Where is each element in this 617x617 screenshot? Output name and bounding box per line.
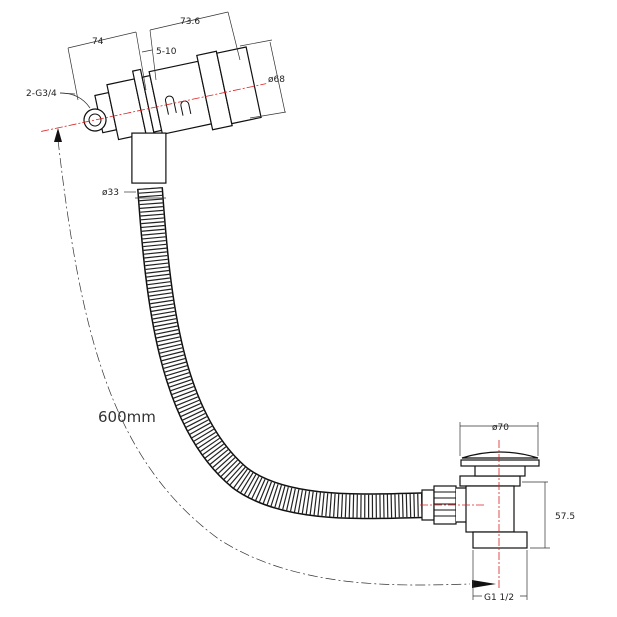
label-top-length: 73.6 — [180, 17, 200, 27]
label-waste-height: 57.5 — [555, 512, 575, 522]
hose-length-dimension — [57, 139, 471, 586]
label-inlet-thread: 2-G3/4 — [26, 89, 57, 99]
overflow-valve — [41, 46, 267, 184]
arrow-head-top — [54, 128, 62, 142]
label-waste-thread: G1 1/2 — [484, 593, 514, 603]
arrow-head-bottom — [472, 580, 496, 588]
bath-waste — [420, 422, 550, 600]
label-hose-diameter: ø33 — [102, 188, 119, 198]
label-wall-range: 5-10 — [156, 47, 177, 57]
label-body-diameter: ø68 — [268, 75, 285, 85]
flexible-hose — [137, 187, 439, 520]
label-hose-length: 600mm — [98, 408, 156, 426]
top-dimensions — [40, 11, 287, 119]
label-body-length: 74 — [92, 37, 104, 47]
label-waste-diameter: ø70 — [492, 423, 509, 433]
